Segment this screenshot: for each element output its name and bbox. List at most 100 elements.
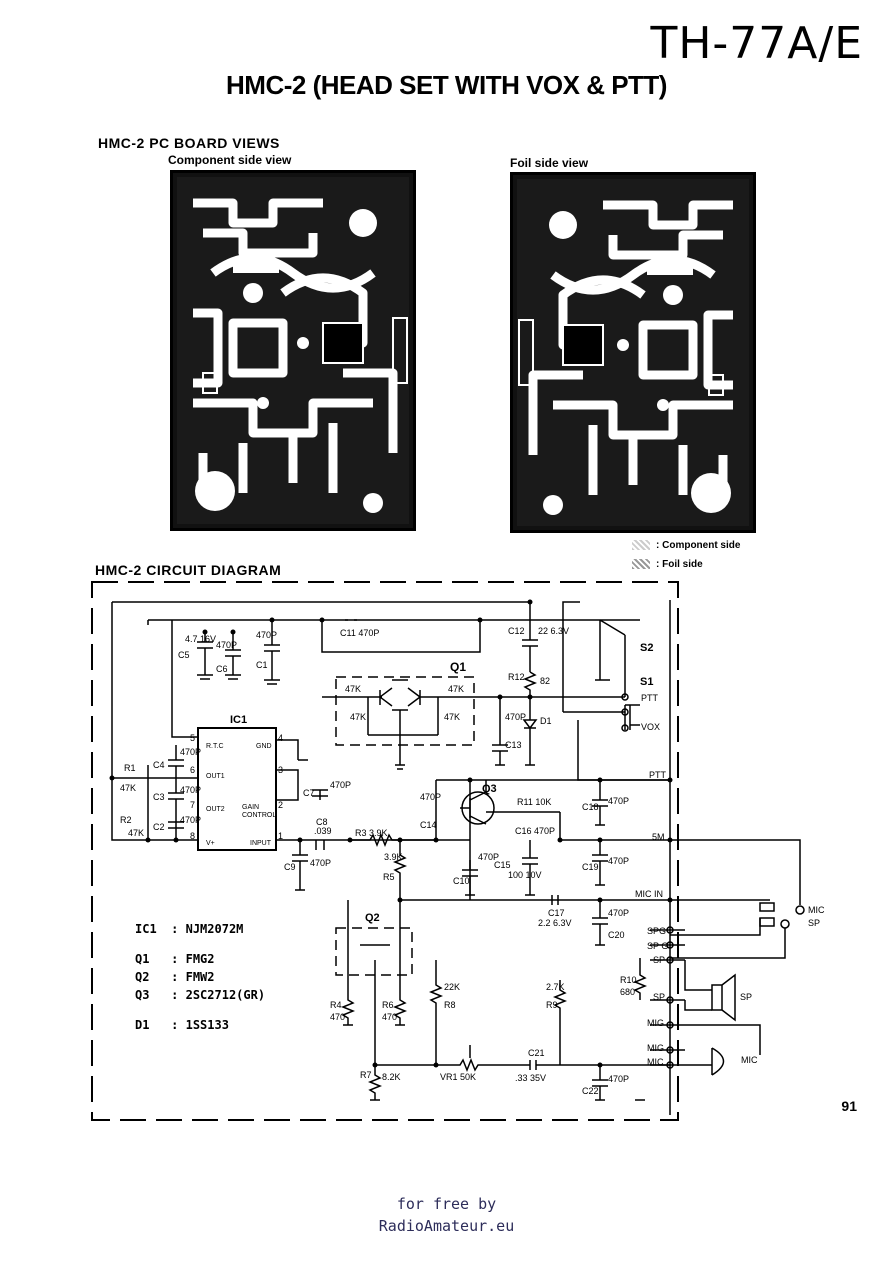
label-c2-value: 470P <box>180 815 202 825</box>
label-c16: C16 470P <box>515 826 556 836</box>
label-sp-2: SP <box>653 992 666 1002</box>
label-r8: R8 <box>444 1000 456 1010</box>
component-side-board-image <box>170 170 416 531</box>
label-pin5: 5 <box>190 733 196 743</box>
label-c4-value: 470P <box>180 747 202 757</box>
page-number: 91 <box>841 1098 857 1114</box>
label-input: INPUT <box>250 840 271 847</box>
label-c7-value: 470P <box>330 780 352 790</box>
page-title: HMC-2 (HEAD SET WITH VOX & PTT) <box>226 70 667 100</box>
label-r7-value: 8.2K <box>382 1072 401 1082</box>
label-mig-2: MIG <box>647 1043 664 1053</box>
label-r47k-b: 47K <box>448 684 465 694</box>
label-jack-sp: SP <box>808 918 821 928</box>
label-jack-mic: MIC <box>808 905 825 915</box>
footer-line2[interactable]: RadioAmateur.eu <box>378 1217 515 1235</box>
label-c14-value: 470P <box>420 792 442 802</box>
label-c14: C14 <box>420 820 437 830</box>
circuit-heading: HMC-2 CIRCUIT DIAGRAM <box>95 562 282 578</box>
label-c22: C22 <box>582 1086 599 1096</box>
label-d1: D1 <box>540 716 552 726</box>
label-c17: C17 <box>548 908 565 918</box>
label-r9-value: 2.7K <box>546 982 565 992</box>
label-out1: OUT1 <box>206 773 225 780</box>
label-c13-value: 470P <box>505 712 527 722</box>
label-r47k-a: 47K <box>345 684 362 694</box>
label-c3-value: 470P <box>180 785 202 795</box>
parts-row-d1: D1 : 1SS133 <box>135 1018 229 1032</box>
label-c5-value: 4.7 16V <box>185 634 217 644</box>
pc-board-heading: HMC-2 PC BOARD VIEWS <box>98 135 280 151</box>
label-c3: C3 <box>153 792 165 802</box>
label-mic-conn: MIC <box>647 1057 664 1067</box>
label-r2-value: 47K <box>128 828 145 838</box>
label-pin4: 4 <box>278 733 284 743</box>
parts-row-q2: Q2 : FMW2 <box>135 970 215 984</box>
label-rtc: R.T.C <box>206 743 224 750</box>
label-q1: Q1 <box>450 660 467 674</box>
label-c2: C2 <box>153 822 165 832</box>
label-vplus: V+ <box>206 840 215 847</box>
label-speaker: SP <box>740 992 753 1002</box>
label-pin2: 2 <box>278 800 284 810</box>
parts-row-q1: Q1 : FMG2 <box>135 952 215 966</box>
label-pin6: 6 <box>190 765 196 775</box>
label-pin7: 7 <box>190 800 196 810</box>
label-c15: C15 <box>494 860 511 870</box>
label-c9-value: 470P <box>310 858 332 868</box>
label-vox: VOX <box>641 722 661 732</box>
legend-foil-label: : Foil side <box>656 559 703 570</box>
label-r1-value: 47K <box>120 783 137 793</box>
foil-side-caption: Foil side view <box>510 156 589 170</box>
label-r4: R4 <box>330 1000 342 1010</box>
label-r7: R7 <box>360 1070 372 1080</box>
label-c1: C1 <box>256 660 268 670</box>
label-q3: Q3 <box>482 783 497 795</box>
label-r11: R11 10K <box>517 797 552 807</box>
label-c21: C21 <box>528 1048 545 1058</box>
label-c4: C4 <box>153 760 165 770</box>
label-r47k-c: 47K <box>350 712 367 722</box>
footer-line1: for free by <box>396 1195 497 1213</box>
label-spg-2: SP G <box>647 941 669 951</box>
parts-row-q3: Q3 : 2SC2712(GR) <box>135 988 266 1002</box>
label-r4-value: 470 <box>330 1012 346 1022</box>
label-c19-value: 470P <box>608 856 630 866</box>
label-ptt-conn: PTT <box>649 770 666 780</box>
label-ptt-switch: PTT <box>641 693 658 703</box>
label-c9: C9 <box>284 862 296 872</box>
label-ic1: IC1 <box>230 714 248 726</box>
label-c7: C7 <box>303 788 315 798</box>
label-gain: GAIN <box>242 804 260 811</box>
component-side-swatch <box>632 540 650 551</box>
label-control: CONTROL <box>242 812 277 819</box>
label-r6: R6 <box>382 1000 394 1010</box>
parts-row-ic1: IC1 : NJM2072M <box>135 922 244 936</box>
label-r6-value: 470 <box>382 1012 398 1022</box>
label-c10: C10 <box>453 876 470 886</box>
label-c10-value: 470P <box>478 852 500 862</box>
label-c20-value: 470P <box>608 908 630 918</box>
label-pin8: 8 <box>190 831 196 841</box>
label-pin1: 1 <box>278 831 284 841</box>
parts-list: IC1 : NJM2072M Q1 : FMG2 Q2 : FMW2 Q3 : … <box>135 922 265 1036</box>
label-r10: R10 <box>620 975 637 985</box>
label-c8-value: .039 <box>314 826 332 836</box>
label-c13: C13 <box>505 740 522 750</box>
label-c6-value: 470P <box>216 640 238 650</box>
label-c8: C8 <box>316 817 328 827</box>
label-r9: R9 <box>546 1000 558 1010</box>
label-out2: OUT2 <box>206 806 225 813</box>
model-title: TH-77A/E <box>650 18 863 69</box>
label-c5: C5 <box>178 650 190 660</box>
label-c12: C12 <box>508 626 525 636</box>
label-r12: R12 <box>508 672 525 682</box>
label-r2: R2 <box>120 815 132 825</box>
label-pin3: 3 <box>278 765 284 775</box>
label-r10-value: 680 <box>620 987 636 997</box>
label-mig-1: MIG <box>647 1018 664 1028</box>
label-c20: C20 <box>608 930 625 940</box>
label-c22-value: 470P <box>608 1074 630 1084</box>
label-r1: R1 <box>124 763 136 773</box>
